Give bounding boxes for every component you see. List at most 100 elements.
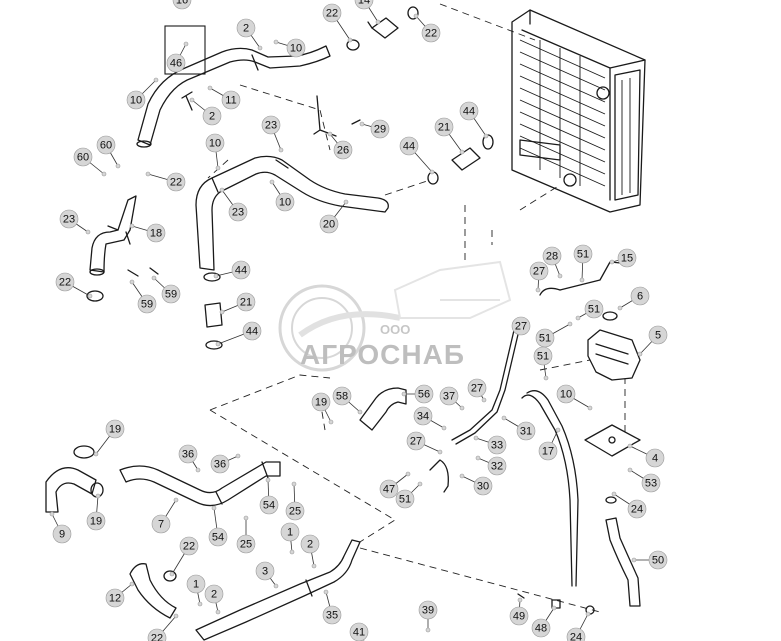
callout-bubble <box>231 260 251 280</box>
fastener-dot <box>357 409 363 415</box>
callout-label: 48 <box>535 623 547 635</box>
callout-c44a: 44 <box>459 101 489 139</box>
hose-7 <box>119 461 281 507</box>
fastener-dot <box>609 259 615 265</box>
watermark-logo-icon <box>278 260 512 372</box>
fastener-dot <box>87 293 93 299</box>
callout-c49: 49 <box>509 597 529 626</box>
callout-bubble <box>236 534 256 554</box>
callout-label: 22 <box>170 177 182 189</box>
callout-label: 1 <box>287 527 293 539</box>
fastener-dot <box>475 455 481 461</box>
fastener-dot <box>278 147 284 153</box>
fastener-dot <box>481 397 487 403</box>
fastener-dot <box>501 415 507 421</box>
fastener-dot <box>169 571 175 577</box>
callout-c22a: 22 <box>322 3 353 43</box>
fastener-dot <box>627 467 633 473</box>
callout-c48: 48 <box>531 605 557 638</box>
fastener-dot <box>173 613 179 619</box>
callout-label: 27 <box>471 383 483 395</box>
fastener-dot <box>129 581 135 587</box>
fastener-dot <box>575 315 581 321</box>
callout-c27b: 27 <box>511 316 531 336</box>
callout-bubble <box>648 325 668 345</box>
fastener-dot <box>291 481 297 487</box>
callout-bubble <box>584 299 604 319</box>
hose-18 <box>86 195 137 302</box>
callout-c59a: 59 <box>129 279 157 314</box>
callout-c35: 35 <box>322 589 342 625</box>
callout-label: 56 <box>418 389 430 401</box>
callout-label: 44 <box>463 106 475 118</box>
fastener-dot <box>517 597 523 603</box>
hose-17 <box>521 390 579 587</box>
callout-bubble <box>319 214 339 234</box>
fastener-dot <box>359 121 365 127</box>
callout-c32: 32 <box>475 455 507 476</box>
callout-bubble <box>509 606 529 626</box>
callout-bubble <box>151 514 171 534</box>
fastener-dot <box>273 39 279 45</box>
callout-c25b: 25 <box>236 515 256 554</box>
fastener-dot <box>257 45 263 51</box>
fastener-dot <box>425 627 431 633</box>
callout-label: 36 <box>214 459 226 471</box>
fastener-dot <box>579 277 585 283</box>
callout-bubble <box>204 584 224 604</box>
callout-c22b: 22 <box>413 13 441 43</box>
callout-bubble <box>236 18 256 38</box>
callout-bubble <box>379 479 399 499</box>
callout-c47: 47 <box>379 471 411 499</box>
callout-c34: 34 <box>413 406 447 431</box>
callout-c5: 5 <box>637 325 668 357</box>
bracket-26 <box>313 95 361 137</box>
callout-bubble <box>86 511 106 531</box>
fastener-dot <box>197 601 203 607</box>
fastener-dot <box>101 171 107 177</box>
callout-c7: 7 <box>151 497 179 534</box>
callout-label: 24 <box>570 632 582 641</box>
radiator-assembly <box>511 9 646 213</box>
callout-label: 46 <box>170 58 182 70</box>
callout-label: 11 <box>225 95 236 107</box>
fastener-dot <box>405 471 411 477</box>
callout-bubble <box>172 0 192 10</box>
callout-c27c: 27 <box>467 378 487 403</box>
callout-label: 60 <box>77 152 89 164</box>
callout-label: 21 <box>438 122 450 134</box>
hose-12 <box>129 563 177 619</box>
callout-c20: 20 <box>319 199 349 234</box>
callout-c16: 16 <box>172 0 192 10</box>
callout-label: 21 <box>240 297 252 309</box>
callout-c24a: 24 <box>611 491 647 519</box>
callout-label: 10 <box>290 43 302 55</box>
fastener-dot <box>429 169 435 175</box>
fastener-dot <box>417 481 423 487</box>
fastener-dot <box>567 321 573 327</box>
fastener-dot <box>213 273 219 279</box>
callout-c36a: 36 <box>178 444 201 473</box>
callout-label: 23 <box>232 207 244 219</box>
callout-c11: 11 <box>207 85 241 110</box>
callout-bubble <box>332 386 352 406</box>
callout-label: 54 <box>212 532 224 544</box>
callout-bubble <box>414 384 434 404</box>
coupling-21-lower <box>203 272 223 350</box>
callout-bubble <box>395 489 415 509</box>
callout-label: 27 <box>515 321 527 333</box>
callout-c22f: 22 <box>147 613 179 641</box>
callout-c54a: 54 <box>259 477 279 515</box>
callout-bubble <box>221 90 241 110</box>
fastener-dot <box>195 467 201 473</box>
callout-label: 33 <box>491 440 503 452</box>
callout-label: 37 <box>443 391 455 403</box>
callout-c56: 56 <box>401 384 434 404</box>
callout-bubble <box>178 444 198 464</box>
bolts-59 <box>127 267 159 277</box>
fastener-dot <box>151 275 157 281</box>
callout-label: 36 <box>182 449 194 461</box>
fastener-dot <box>617 305 623 311</box>
callout-bubble <box>434 117 454 137</box>
callout-c6: 6 <box>617 286 650 311</box>
